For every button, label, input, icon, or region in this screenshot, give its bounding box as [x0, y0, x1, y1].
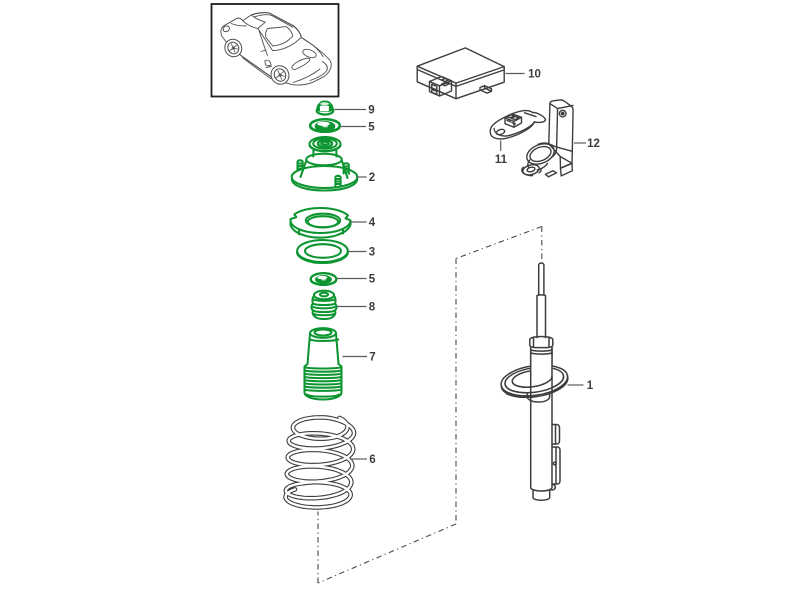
svg-text:12: 12 — [587, 138, 600, 150]
svg-text:9: 9 — [368, 105, 374, 117]
svg-text:5: 5 — [368, 122, 375, 134]
svg-text:11: 11 — [495, 154, 508, 166]
svg-text:2: 2 — [369, 172, 375, 184]
svg-text:5: 5 — [369, 274, 376, 286]
svg-text:4: 4 — [369, 217, 376, 229]
svg-text:1: 1 — [587, 380, 594, 392]
svg-text:3: 3 — [369, 247, 375, 259]
svg-text:6: 6 — [369, 454, 375, 466]
svg-text:10: 10 — [528, 69, 541, 81]
svg-text:8: 8 — [369, 302, 376, 314]
svg-text:7: 7 — [369, 352, 375, 364]
